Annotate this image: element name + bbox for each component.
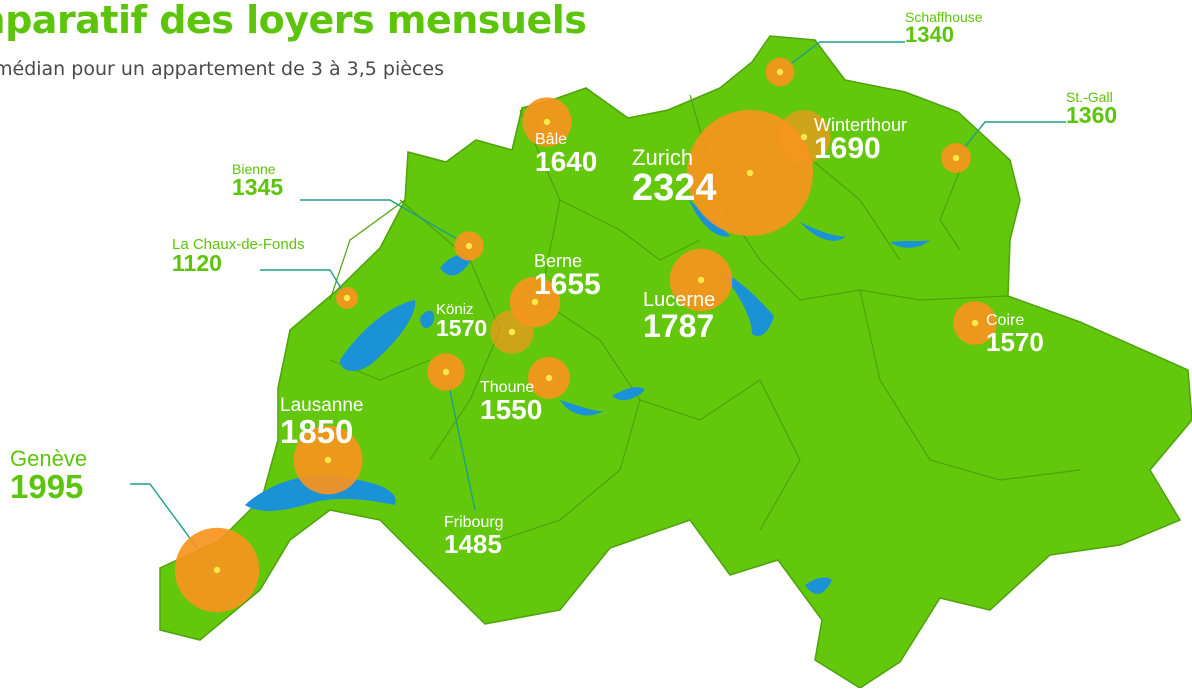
city-rent-value: 1787: [643, 308, 715, 344]
city-rent-value: 1340: [905, 22, 954, 47]
city-dot-zurich: [746, 169, 754, 177]
city-dot-thoune: [545, 374, 553, 382]
city-rent-value: 1550: [480, 394, 543, 425]
city-dot-bienne: [465, 242, 473, 250]
city-dot-fribourg: [442, 368, 450, 376]
map-subtitle: médian pour un appartement de 3 à 3,5 pi…: [0, 58, 444, 80]
canton-border: [519, 109, 701, 261]
city-rent-value: 1690: [814, 132, 881, 165]
city-name: Schaffhouse: [905, 9, 983, 25]
canton-borders: [329, 94, 1081, 541]
city-rent-value: 1655: [534, 268, 601, 301]
lake: [805, 577, 832, 595]
lake: [720, 270, 774, 336]
city-rent-value: 1850: [280, 413, 354, 450]
city-dot-stgall: [952, 154, 960, 162]
city-name: Coire: [986, 312, 1025, 329]
canton-border: [859, 289, 1081, 481]
city-name: Bienne: [232, 161, 276, 177]
city-name: Bâle: [535, 131, 568, 148]
city-dot-chauxdefonds: [343, 294, 351, 302]
leader-line-schaffhouse: [779, 41, 905, 73]
city-name: St.-Gall: [1066, 89, 1113, 105]
city-name: Fribourg: [444, 514, 504, 531]
city-rent-value: 2324: [632, 167, 717, 209]
city-rent-value: 1995: [10, 468, 84, 505]
lake: [800, 222, 846, 241]
city-dot-schaffhouse: [776, 68, 784, 76]
canton-border: [759, 379, 801, 531]
city-rent-value: 1360: [1066, 102, 1118, 128]
city-rent-value: 1570: [436, 315, 488, 341]
lake: [420, 310, 435, 329]
city-dot-koniz: [508, 328, 516, 336]
lake: [890, 240, 930, 248]
city-name: Lucerne: [643, 289, 716, 311]
city-name: Zurich: [632, 145, 694, 170]
city-dot-bale: [543, 118, 551, 126]
city-name: Berne: [534, 251, 583, 271]
canton-border: [799, 149, 901, 261]
leader-line-bienne: [300, 199, 470, 247]
city-name: Winterthour: [814, 115, 908, 135]
lake: [612, 387, 645, 401]
lake: [560, 400, 605, 416]
city-dot-lausanne: [324, 456, 332, 464]
leader-line-fribourg: [445, 371, 476, 511]
city-rent-value: 1570: [986, 327, 1044, 357]
city-name: La Chaux-de-Fonds: [172, 236, 305, 253]
city-name: Genève: [10, 446, 88, 471]
canton-border: [499, 399, 641, 541]
city-rent-value: 1345: [232, 174, 284, 200]
city-rent-value: 1120: [172, 250, 222, 276]
rent-bubbles: [174, 57, 997, 613]
city-dot-berne: [531, 298, 539, 306]
switzerland-shape: [159, 35, 1192, 689]
city-name: Thoune: [480, 379, 535, 396]
lake: [440, 255, 470, 276]
city-name: Lausanne: [280, 395, 364, 416]
leader-line-stgall: [955, 121, 1066, 159]
canton-border: [939, 169, 961, 251]
city-rent-value: 1485: [444, 529, 502, 559]
city-name: Köniz: [436, 301, 474, 318]
city-dot-geneve: [213, 566, 221, 574]
city-dot-lucerne: [697, 276, 705, 284]
city-dot-winterthour: [800, 133, 808, 141]
city-rent-value: 1640: [535, 146, 598, 177]
map-title: mparatif des loyers mensuels: [0, 0, 587, 42]
lake: [340, 300, 416, 372]
city-dot-coire: [971, 319, 979, 327]
